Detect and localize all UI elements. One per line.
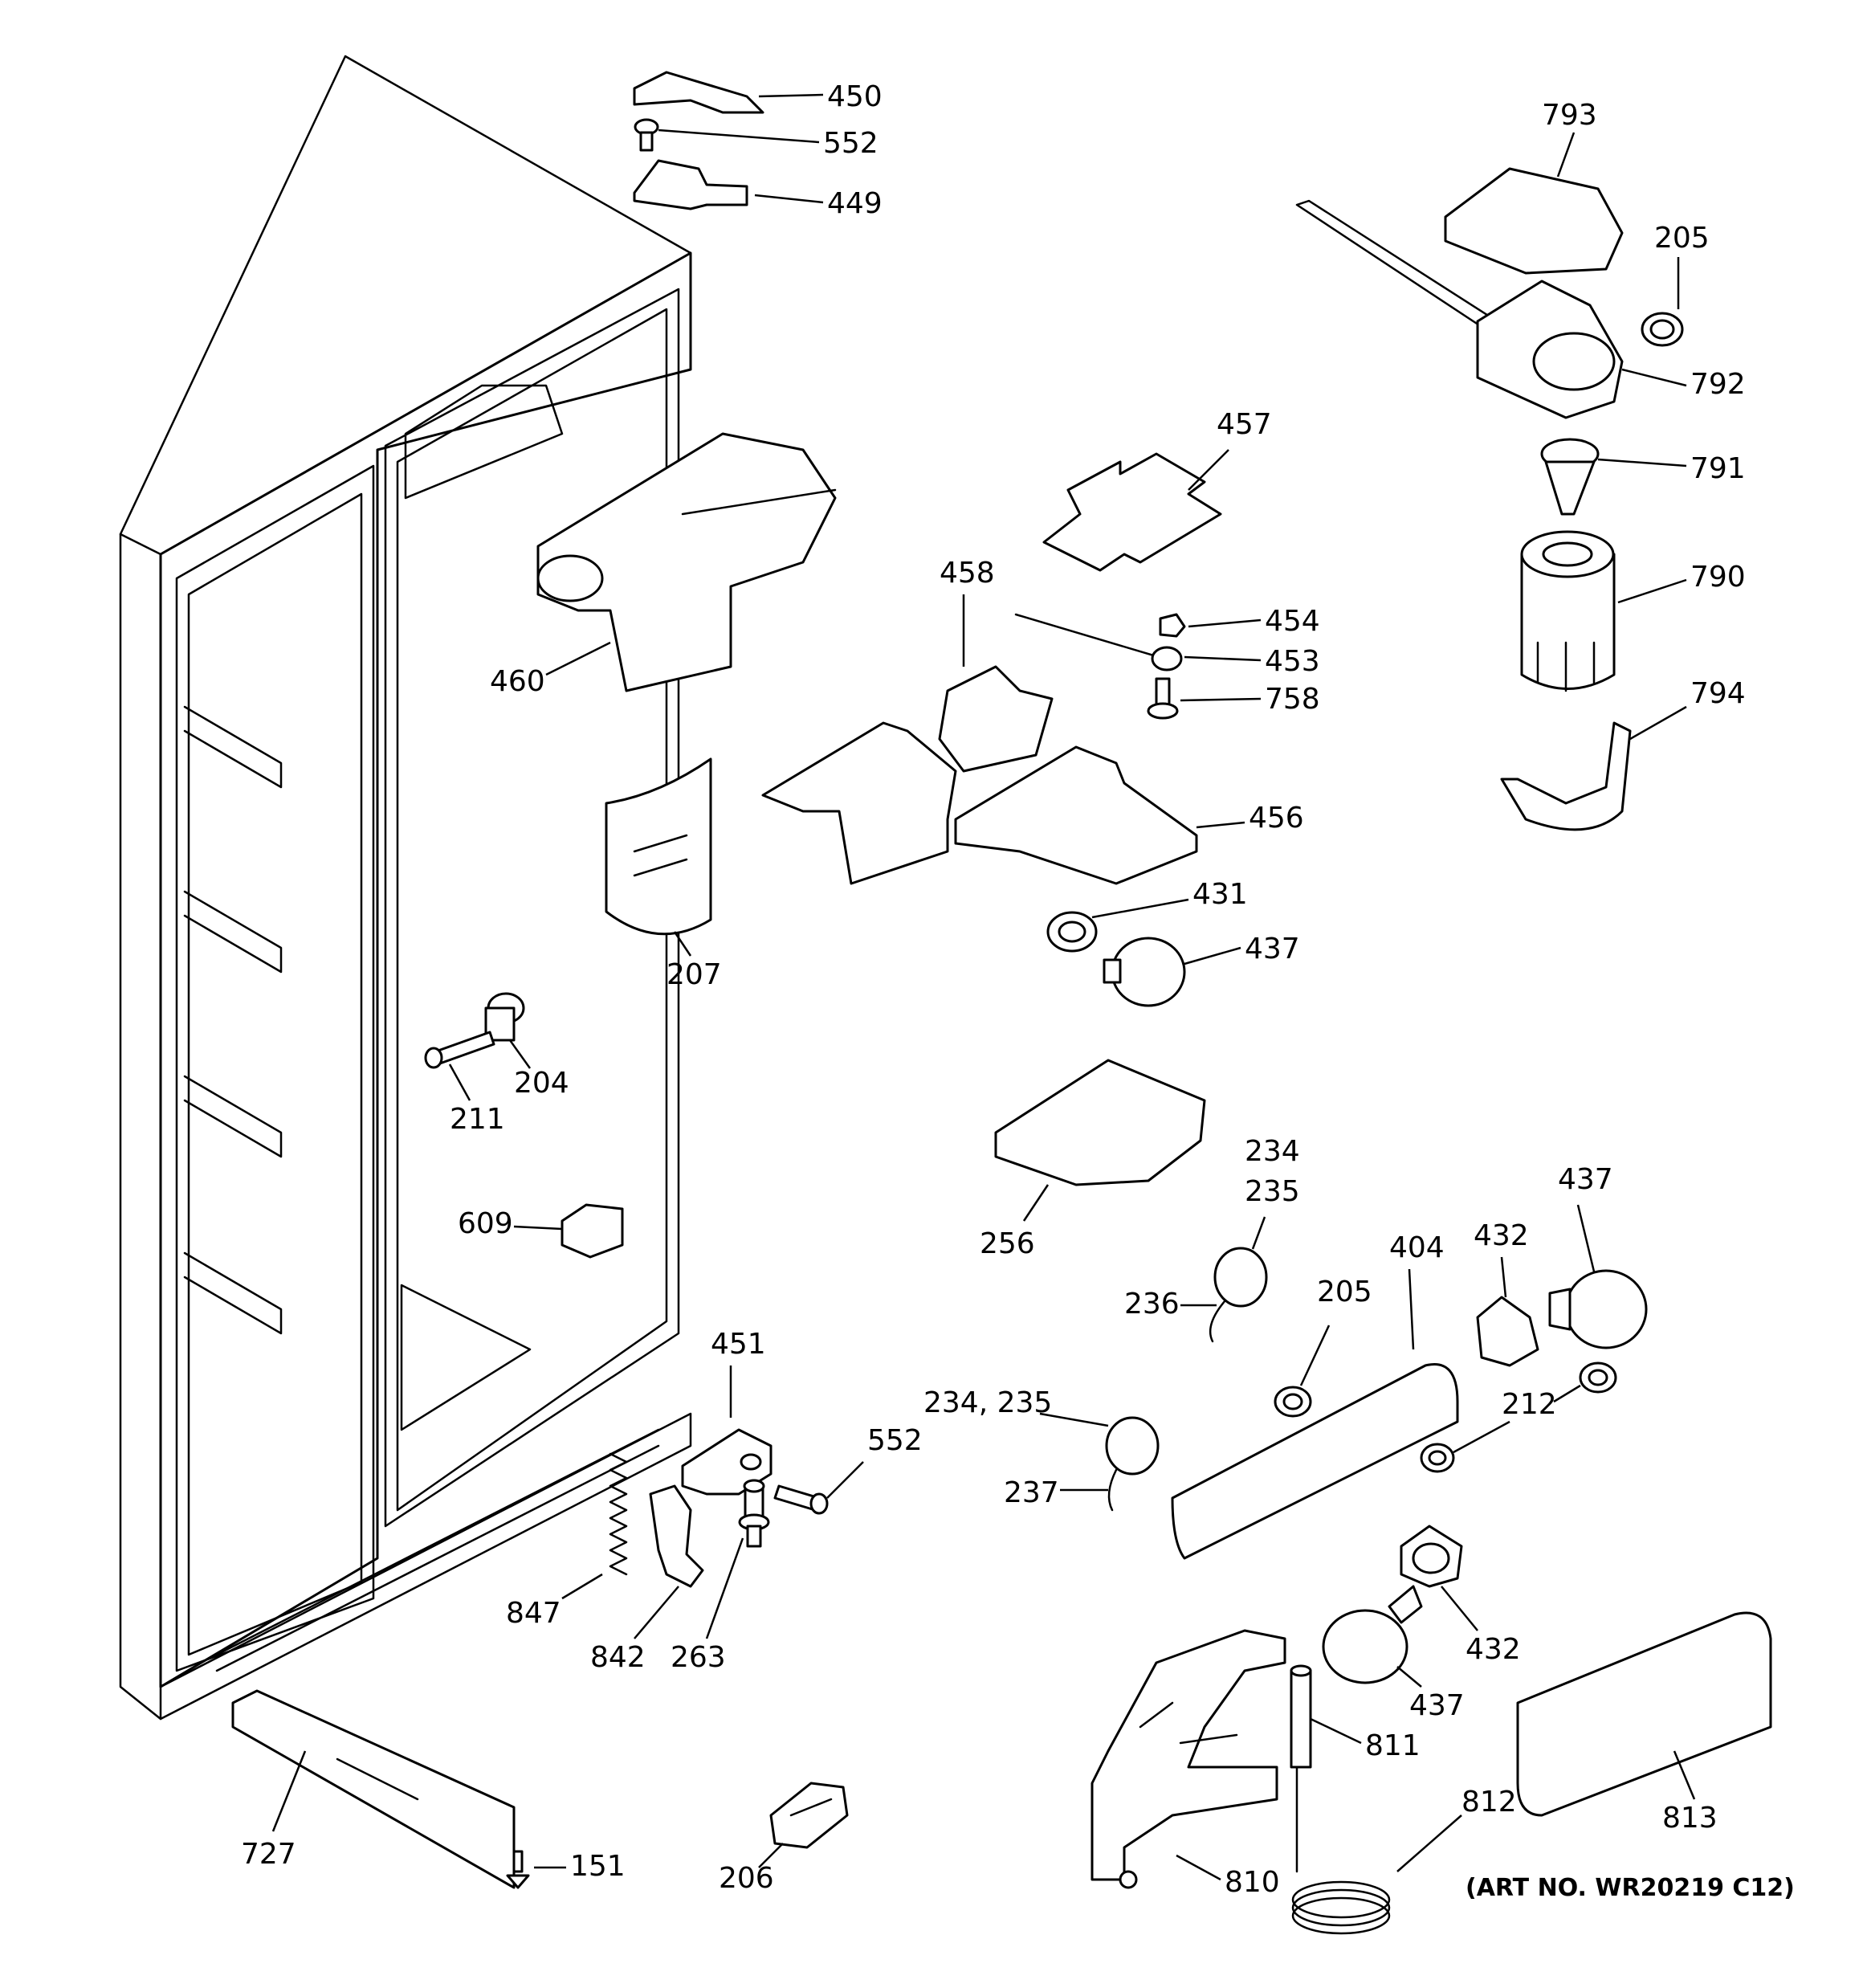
hinge-cover-450: 450	[633, 71, 883, 114]
screw-552-top: 552	[634, 118, 879, 160]
callout-206: 206	[719, 1862, 774, 1895]
callout-211: 211	[450, 1103, 505, 1136]
callout-151: 151	[570, 1850, 626, 1883]
clamp-453: 453	[1151, 645, 1320, 678]
light-bulb-437-right: 437	[1548, 1163, 1648, 1349]
callout-204: 204	[514, 1067, 569, 1100]
damper-458: 458	[938, 557, 1054, 773]
callout-456: 456	[1249, 802, 1304, 835]
screw-211: 211	[424, 1031, 505, 1136]
grommet-205-mid: 205	[1274, 1276, 1372, 1418]
socket-432-bottom: 432	[1400, 1525, 1521, 1666]
callout-236: 236	[1124, 1288, 1180, 1321]
funnel-ducting	[761, 721, 957, 885]
callout-811: 811	[1365, 1729, 1421, 1762]
callout-234-235: 234, 235	[923, 1386, 1052, 1419]
bracket-457: 457	[1042, 408, 1272, 572]
water-tube-811: 811	[1290, 1664, 1421, 1769]
callout-205-top: 205	[1654, 222, 1710, 255]
filter-valve-791: 791	[1540, 438, 1746, 516]
ice-chute-460: 460	[490, 432, 837, 698]
callout-263: 263	[671, 1641, 726, 1674]
water-tank-810: 810	[1090, 1629, 1286, 1899]
grommet-212-upper	[1579, 1361, 1617, 1394]
leveler-206: 206	[719, 1782, 849, 1895]
screw-151: 151	[506, 1850, 626, 1889]
grommet-212-lower: 212	[1420, 1384, 1581, 1473]
callout-212: 212	[1502, 1388, 1557, 1421]
callout-460: 460	[490, 665, 545, 698]
callout-432-top: 432	[1474, 1219, 1529, 1252]
filter-head-792: 792	[1476, 280, 1746, 419]
water-filter-790: 790	[1520, 530, 1746, 692]
callout-454: 454	[1265, 605, 1320, 638]
callout-552-top: 552	[823, 127, 879, 160]
callout-437-center: 437	[1245, 933, 1300, 965]
callout-437-bottom: 437	[1409, 1689, 1465, 1722]
callout-793: 793	[1542, 99, 1597, 132]
callout-847: 847	[506, 1597, 561, 1630]
dispenser-housing-456: 456	[954, 745, 1304, 885]
callout-449: 449	[827, 187, 883, 220]
art-number: (ART NO. WR20219 C12)	[1466, 1874, 1795, 1902]
light-tube-404: 404	[1171, 1231, 1459, 1560]
callout-451: 451	[711, 1328, 766, 1361]
callout-453: 453	[1265, 645, 1320, 678]
recess-cover-256: 256	[980, 1059, 1206, 1260]
lens-236: 236 234 235	[1124, 1135, 1300, 1343]
callout-207: 207	[667, 958, 722, 991]
cam-842: 842	[590, 1484, 704, 1674]
kick-plate-727: 727	[231, 1689, 516, 1889]
spring-847: 847	[506, 1452, 628, 1630]
callout-404: 404	[1389, 1231, 1445, 1264]
grommet-205-top: 205	[1641, 222, 1710, 347]
rod-454: 454	[1014, 605, 1320, 660]
callout-813: 813	[1662, 1802, 1718, 1835]
lens-237: 234, 235 237	[923, 1386, 1160, 1512]
lower-hinge-451: 451	[681, 1328, 773, 1496]
spacer-204: 204	[484, 992, 569, 1100]
callout-794: 794	[1690, 677, 1746, 710]
screw-758: 758	[1147, 677, 1320, 720]
top-hinge-449: 449	[633, 159, 883, 220]
filter-cap-794: 794	[1500, 677, 1746, 831]
callout-810: 810	[1225, 1866, 1280, 1899]
light-shield-207: 207	[605, 757, 722, 991]
callout-791: 791	[1690, 452, 1746, 485]
callout-458: 458	[940, 557, 995, 590]
screw-552-bottom: 552	[773, 1424, 923, 1515]
callout-758: 758	[1265, 683, 1320, 716]
callout-234: 234	[1245, 1135, 1300, 1168]
callout-431: 431	[1192, 878, 1248, 911]
light-bulb-437-center: 437	[1103, 933, 1300, 1007]
hinge-pin-263: 263	[671, 1479, 770, 1674]
callout-609: 609	[458, 1207, 513, 1240]
callout-842: 842	[590, 1641, 646, 1674]
callout-235: 235	[1245, 1175, 1300, 1208]
switch-609: 609	[458, 1203, 624, 1259]
callout-552-bottom: 552	[867, 1424, 923, 1457]
callout-256: 256	[980, 1227, 1035, 1260]
callout-792: 792	[1690, 368, 1746, 401]
water-coil-812: 812	[1291, 1766, 1517, 1935]
socket-432-top: 432	[1474, 1219, 1539, 1367]
lamp-socket-431: 431	[1046, 878, 1248, 953]
callout-790: 790	[1690, 561, 1746, 594]
light-bulb-437-bottom: 437	[1322, 1585, 1465, 1722]
callout-727: 727	[241, 1838, 296, 1871]
callout-437-right: 437	[1558, 1163, 1613, 1196]
refrigerator-cabinet	[119, 55, 692, 1721]
callout-432-bottom: 432	[1466, 1633, 1521, 1666]
tank-cover-813: 813	[1516, 1611, 1772, 1835]
filter-cover-793: 793	[1444, 99, 1624, 275]
callout-457: 457	[1217, 408, 1272, 441]
callout-205-mid: 205	[1317, 1276, 1372, 1308]
callout-812: 812	[1461, 1786, 1517, 1819]
callout-237: 237	[1004, 1476, 1059, 1509]
callout-450: 450	[827, 80, 883, 113]
